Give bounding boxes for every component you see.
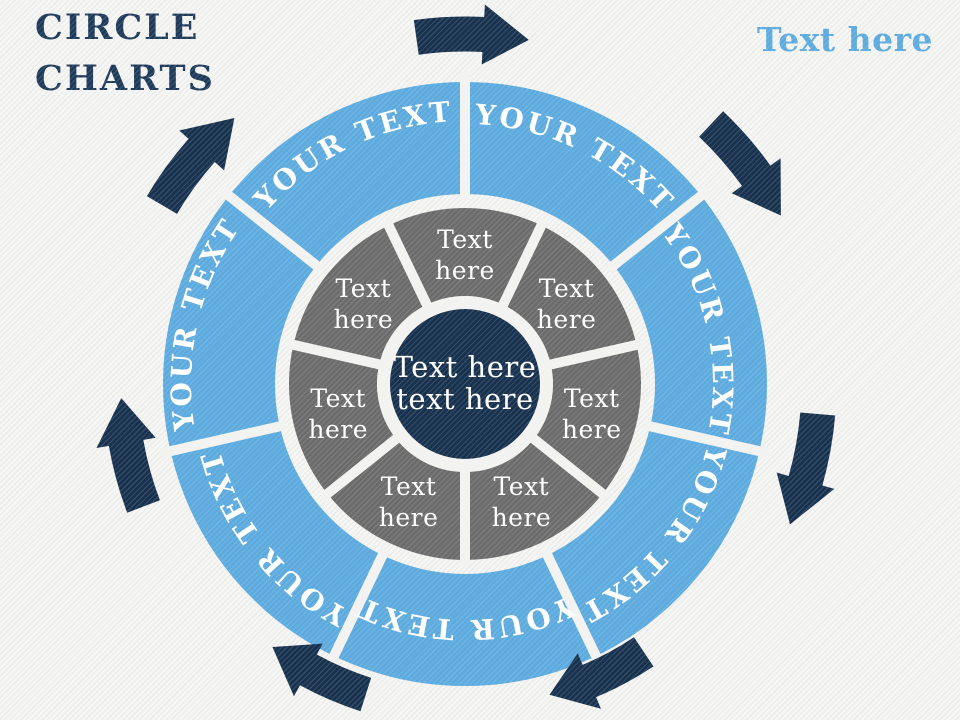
- inner-segment-divider: [319, 429, 406, 502]
- outer-segment-divider: [325, 547, 390, 668]
- inner-segment-divider: [524, 429, 611, 502]
- outer-segment-divider: [159, 420, 287, 459]
- center-circle-gap: [377, 296, 553, 472]
- outer-segment-divider: [605, 185, 713, 274]
- slide-title-line1: CIRCLE: [35, 7, 200, 48]
- inner-segment-divider: [495, 217, 549, 315]
- slide-title-line2: CHARTS: [35, 58, 215, 99]
- flow-arrow: [96, 398, 160, 513]
- flow-arrow: [776, 412, 836, 525]
- flow-arrow: [413, 4, 529, 65]
- flow-arrow: [699, 111, 781, 216]
- flow-arrow: [146, 118, 235, 214]
- inner-segment-divider: [541, 338, 644, 372]
- inner-segment-divider: [381, 217, 435, 315]
- outer-segment-divider: [217, 185, 325, 274]
- flow-arrow: [549, 637, 654, 709]
- corner-note: Text here: [756, 20, 933, 59]
- outer-segment-divider: [643, 420, 771, 459]
- inner-segment-divider: [286, 338, 389, 372]
- outer-segment-divider: [540, 547, 605, 668]
- center-circle: [390, 309, 540, 459]
- flow-arrow: [272, 643, 372, 712]
- slide-title: CIRCLE CHARTS: [35, 2, 215, 104]
